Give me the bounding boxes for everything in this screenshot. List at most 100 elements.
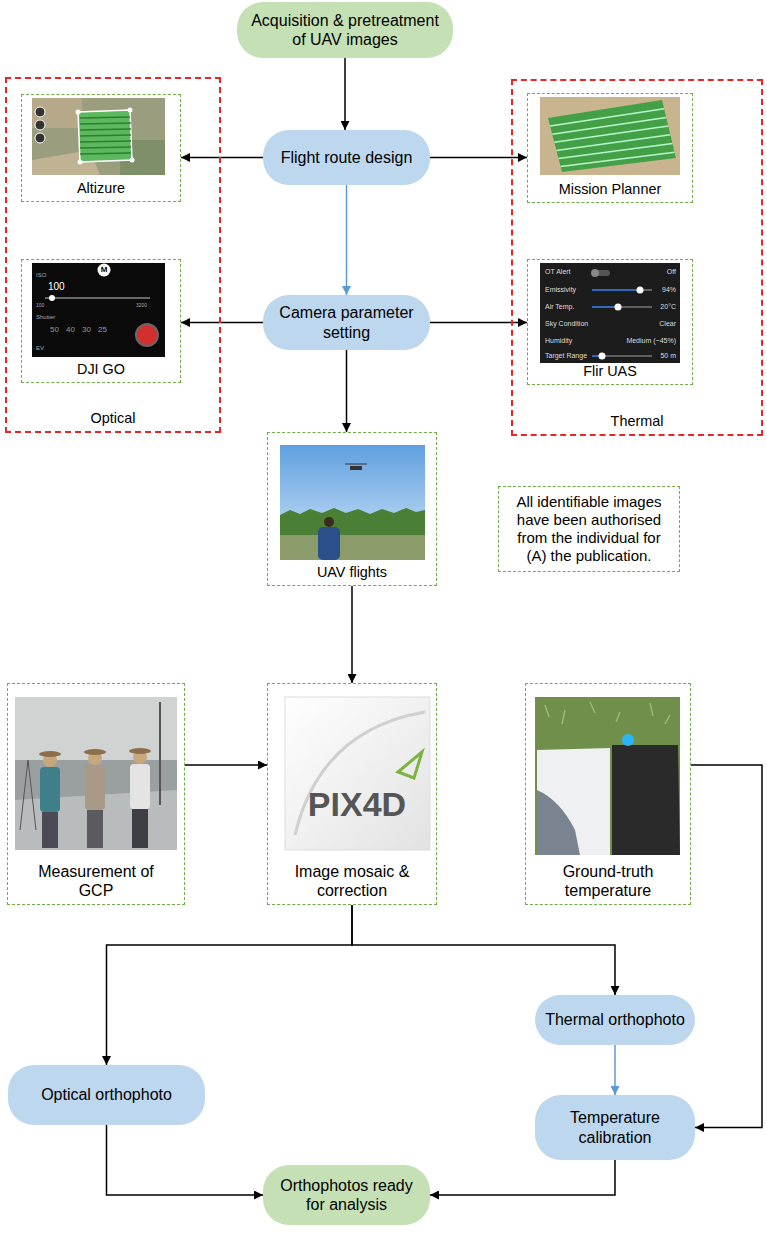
altizure-screenshot-part-part [80, 129, 131, 130]
screen-text: Shutter [36, 314, 55, 321]
gcp-photo-part [87, 810, 103, 848]
dji-go-screenshot-part [45, 297, 150, 299]
dji-go-screenshot [32, 263, 165, 357]
pix4d-logo-part [398, 752, 422, 778]
screen-text: Emissivity [545, 286, 576, 294]
screen-text: Clear [659, 320, 676, 328]
ground-truth-photo-part [612, 745, 680, 855]
gcp-photo-part [42, 812, 58, 848]
screen-text: 94% [662, 286, 676, 294]
flow-arrow [352, 905, 615, 995]
mission-planner-screenshot-part [550, 109, 675, 167]
altizure-screenshot-part-part [80, 153, 131, 154]
node-text: Optical [7, 410, 219, 427]
gcp-photo-part [130, 764, 150, 809]
screen-text: 3200 [136, 303, 147, 309]
node-text: Camera parameter setting [273, 303, 420, 341]
image-panel: DJI GO [21, 259, 181, 383]
mission-planner-screenshot-part [540, 97, 680, 175]
screen-text: 50 [50, 325, 59, 334]
uav-flight-photo-part [280, 445, 425, 560]
uav-flight-photo [280, 445, 425, 560]
note-box: All identifiable images have been author… [498, 486, 680, 572]
screen-text: 100 [48, 281, 65, 293]
node-text: Flir UAS [528, 363, 692, 380]
image-panel: UAV flights [267, 432, 437, 586]
screen-text: OT Alert [545, 268, 571, 276]
uav-flight-photo-part [324, 517, 334, 527]
node-text: Ground-truth temperature [533, 862, 683, 900]
node-text: Altizure [22, 180, 180, 197]
gcp-photo-part [28, 760, 36, 830]
mission-planner-screenshot-part-part [550, 109, 664, 126]
ground-truth-photo-part [537, 748, 610, 855]
node-text: Thermal orthophoto [545, 1010, 685, 1029]
flow-arrow [346, 185, 348, 295]
gcp-photo-part [40, 767, 60, 812]
flir-uas-screenshot-part [618, 306, 652, 308]
screen-text: Medium (~45%) [626, 337, 676, 345]
mission-planner-screenshot-part-part [556, 135, 670, 151]
altizure-screenshot-part [35, 107, 45, 117]
process-pill: Thermal orthophoto [535, 995, 695, 1045]
process-pill: Temperature calibration [535, 1095, 695, 1160]
pix4d-logo [285, 697, 430, 850]
screen-text: Humidity [545, 337, 572, 345]
image-panel: Mission Planner [527, 93, 693, 203]
uav-flight-photo-part [350, 466, 362, 470]
altizure-screenshot-part-part [80, 147, 131, 148]
altizure-screenshot-part [35, 120, 45, 130]
screen-text: M [101, 265, 108, 274]
flir-uas-screenshot-part [592, 270, 610, 276]
process-pill: Camera parameter setting [263, 295, 430, 350]
gcp-photo-part [20, 760, 28, 830]
flow-arrow [614, 1045, 616, 1095]
flir-uas-screenshot-part [591, 269, 599, 277]
screen-text: 25 [98, 325, 107, 334]
altizure-screenshot-part [78, 160, 83, 165]
altizure-screenshot [32, 98, 165, 175]
screen-text: 100 [36, 303, 44, 309]
process-pill: Flight route design [263, 130, 430, 185]
gcp-photo [15, 697, 177, 850]
gcp-photo-part [159, 702, 161, 805]
flir-uas-screenshot-part [602, 355, 652, 357]
image-panel: Altizure [21, 94, 181, 202]
altizure-screenshot-part [78, 110, 132, 162]
screen-text: ISO [36, 272, 46, 279]
mission-planner-screenshot [540, 97, 680, 175]
image-panel: Image mosaic & correction [267, 683, 437, 905]
gcp-photo-part [132, 809, 148, 848]
altizure-screenshot-part-part [80, 123, 131, 124]
ground-truth-photo-part [622, 734, 634, 746]
flir-uas-screenshot-part [615, 304, 622, 311]
screen-text: 20°C [660, 303, 676, 311]
image-panel: Measurement of GCP [7, 683, 185, 905]
gcp-photo-part [15, 760, 177, 850]
uav-flight-photo-part [318, 527, 340, 560]
gcp-photo-part [39, 751, 61, 757]
pix4d-logo-part [295, 712, 425, 835]
flow-arrow [430, 1160, 615, 1195]
node-text: Measurement of GCP [31, 862, 161, 900]
gcp-photo-part [15, 697, 177, 760]
node-text: Orthophotos ready for analysis [273, 1176, 420, 1214]
gcp-photo-part [129, 748, 151, 754]
node-text: Mission Planner [528, 181, 692, 198]
screen-text: EV [36, 345, 44, 352]
ground-truth-photo-part [545, 702, 670, 724]
ground-truth-photo-part [537, 790, 580, 855]
altizure-screenshot-part [80, 117, 131, 154]
mission-planner-screenshot-part-part [552, 117, 666, 134]
flir-uas-screenshot [540, 263, 680, 363]
mission-planner-screenshot-part-part [554, 126, 668, 142]
flow-arrow [691, 765, 762, 1128]
image-panel: Ground-truth temperature [525, 683, 691, 905]
node-text: Optical orthophoto [41, 1085, 172, 1104]
screen-text: Off [667, 268, 676, 276]
uav-flight-photo-part [345, 464, 367, 465]
terminal-pill: Orthophotos ready for analysis [263, 1165, 430, 1225]
flow-arrow [181, 322, 263, 324]
screen-text: Air Temp. [545, 303, 574, 311]
